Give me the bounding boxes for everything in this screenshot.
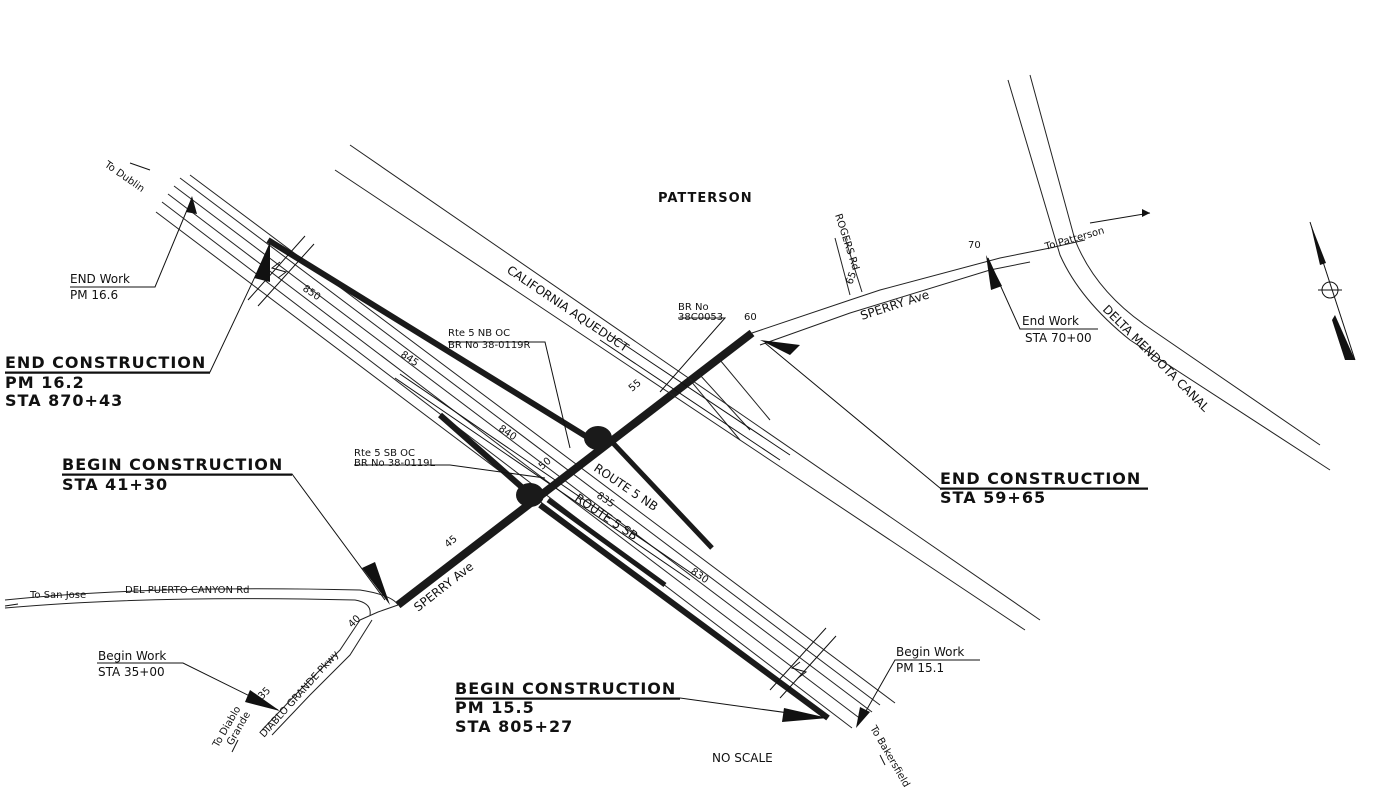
end-construction-nw-sta: STA 870+43 [5, 391, 123, 410]
work-limits: END Work PM 16.6 END CONSTRUCTION PM 16.… [5, 272, 1148, 736]
sperry-upper-label: SPERRY Ave [859, 287, 931, 322]
california-aqueduct [334, 144, 1041, 631]
begin-construction-w-title: BEGIN CONSTRUCTION [62, 455, 283, 474]
station-830: 830 [688, 566, 710, 586]
end-work-nw-value: PM 16.6 [70, 288, 118, 302]
begin-work-sw-title: Begin Work [98, 649, 166, 663]
br-no-title: BR No [678, 302, 709, 313]
begin-work-se-value: PM 15.1 [896, 661, 944, 675]
to-dublin-label: To Dublin [101, 159, 146, 195]
begin-construction-w-sta: STA 41+30 [62, 475, 168, 494]
station-65: 65 [844, 270, 859, 286]
no-scale-label: NO SCALE [712, 751, 773, 765]
station-845: 845 [398, 349, 420, 369]
sb-oc-title: Rte 5 SB OC [354, 448, 415, 459]
leader-arrows [4, 162, 1151, 766]
station-840: 840 [496, 423, 518, 443]
begin-construction-s-pm: PM 15.5 [455, 698, 535, 717]
station-55: 55 [627, 378, 644, 395]
to-san-jose-label: To San Jose [29, 590, 86, 601]
station-850: 850 [300, 283, 322, 303]
end-construction-nw-title: END CONSTRUCTION [5, 353, 206, 372]
begin-work-se-title: Begin Work [896, 645, 964, 659]
to-bakersfield-label: To Bakersfield [867, 723, 912, 789]
end-construction-nw-pm: PM 16.2 [5, 373, 85, 392]
station-45: 45 [443, 534, 460, 551]
del-puerto-label: DEL PUERTO CANYON Rd [125, 585, 250, 596]
city-label: PATTERSON [658, 191, 753, 206]
station-70: 70 [968, 240, 981, 251]
begin-work-sw-sta: STA 35+00 [98, 665, 165, 679]
br-no-number: 38C0053 [678, 312, 723, 323]
break-symbols [247, 235, 837, 699]
end-work-nw-title: END Work [70, 272, 130, 286]
sb-oc-number: BR No 38-0119L [354, 458, 436, 469]
station-40: 40 [346, 613, 363, 630]
end-construction-e-sta: STA 59+65 [940, 488, 1046, 507]
nb-oc-title: Rte 5 NB OC [448, 328, 510, 339]
end-work-ne-sta: STA 70+00 [1025, 331, 1092, 345]
north-arrow-icon [1309, 221, 1356, 361]
construction-pavement [266, 237, 830, 721]
end-construction-e-title: END CONSTRUCTION [940, 469, 1141, 488]
canal-label: DELTA MENDOTA CANAL [1100, 302, 1212, 414]
nb-oc-number: BR No 38-0119R [448, 340, 531, 351]
begin-construction-s-title: BEGIN CONSTRUCTION [455, 679, 676, 698]
begin-construction-s-sta: STA 805+27 [455, 717, 573, 736]
end-work-ne-title: End Work [1022, 314, 1079, 328]
local-roads [4, 74, 1331, 736]
station-60: 60 [744, 312, 757, 323]
